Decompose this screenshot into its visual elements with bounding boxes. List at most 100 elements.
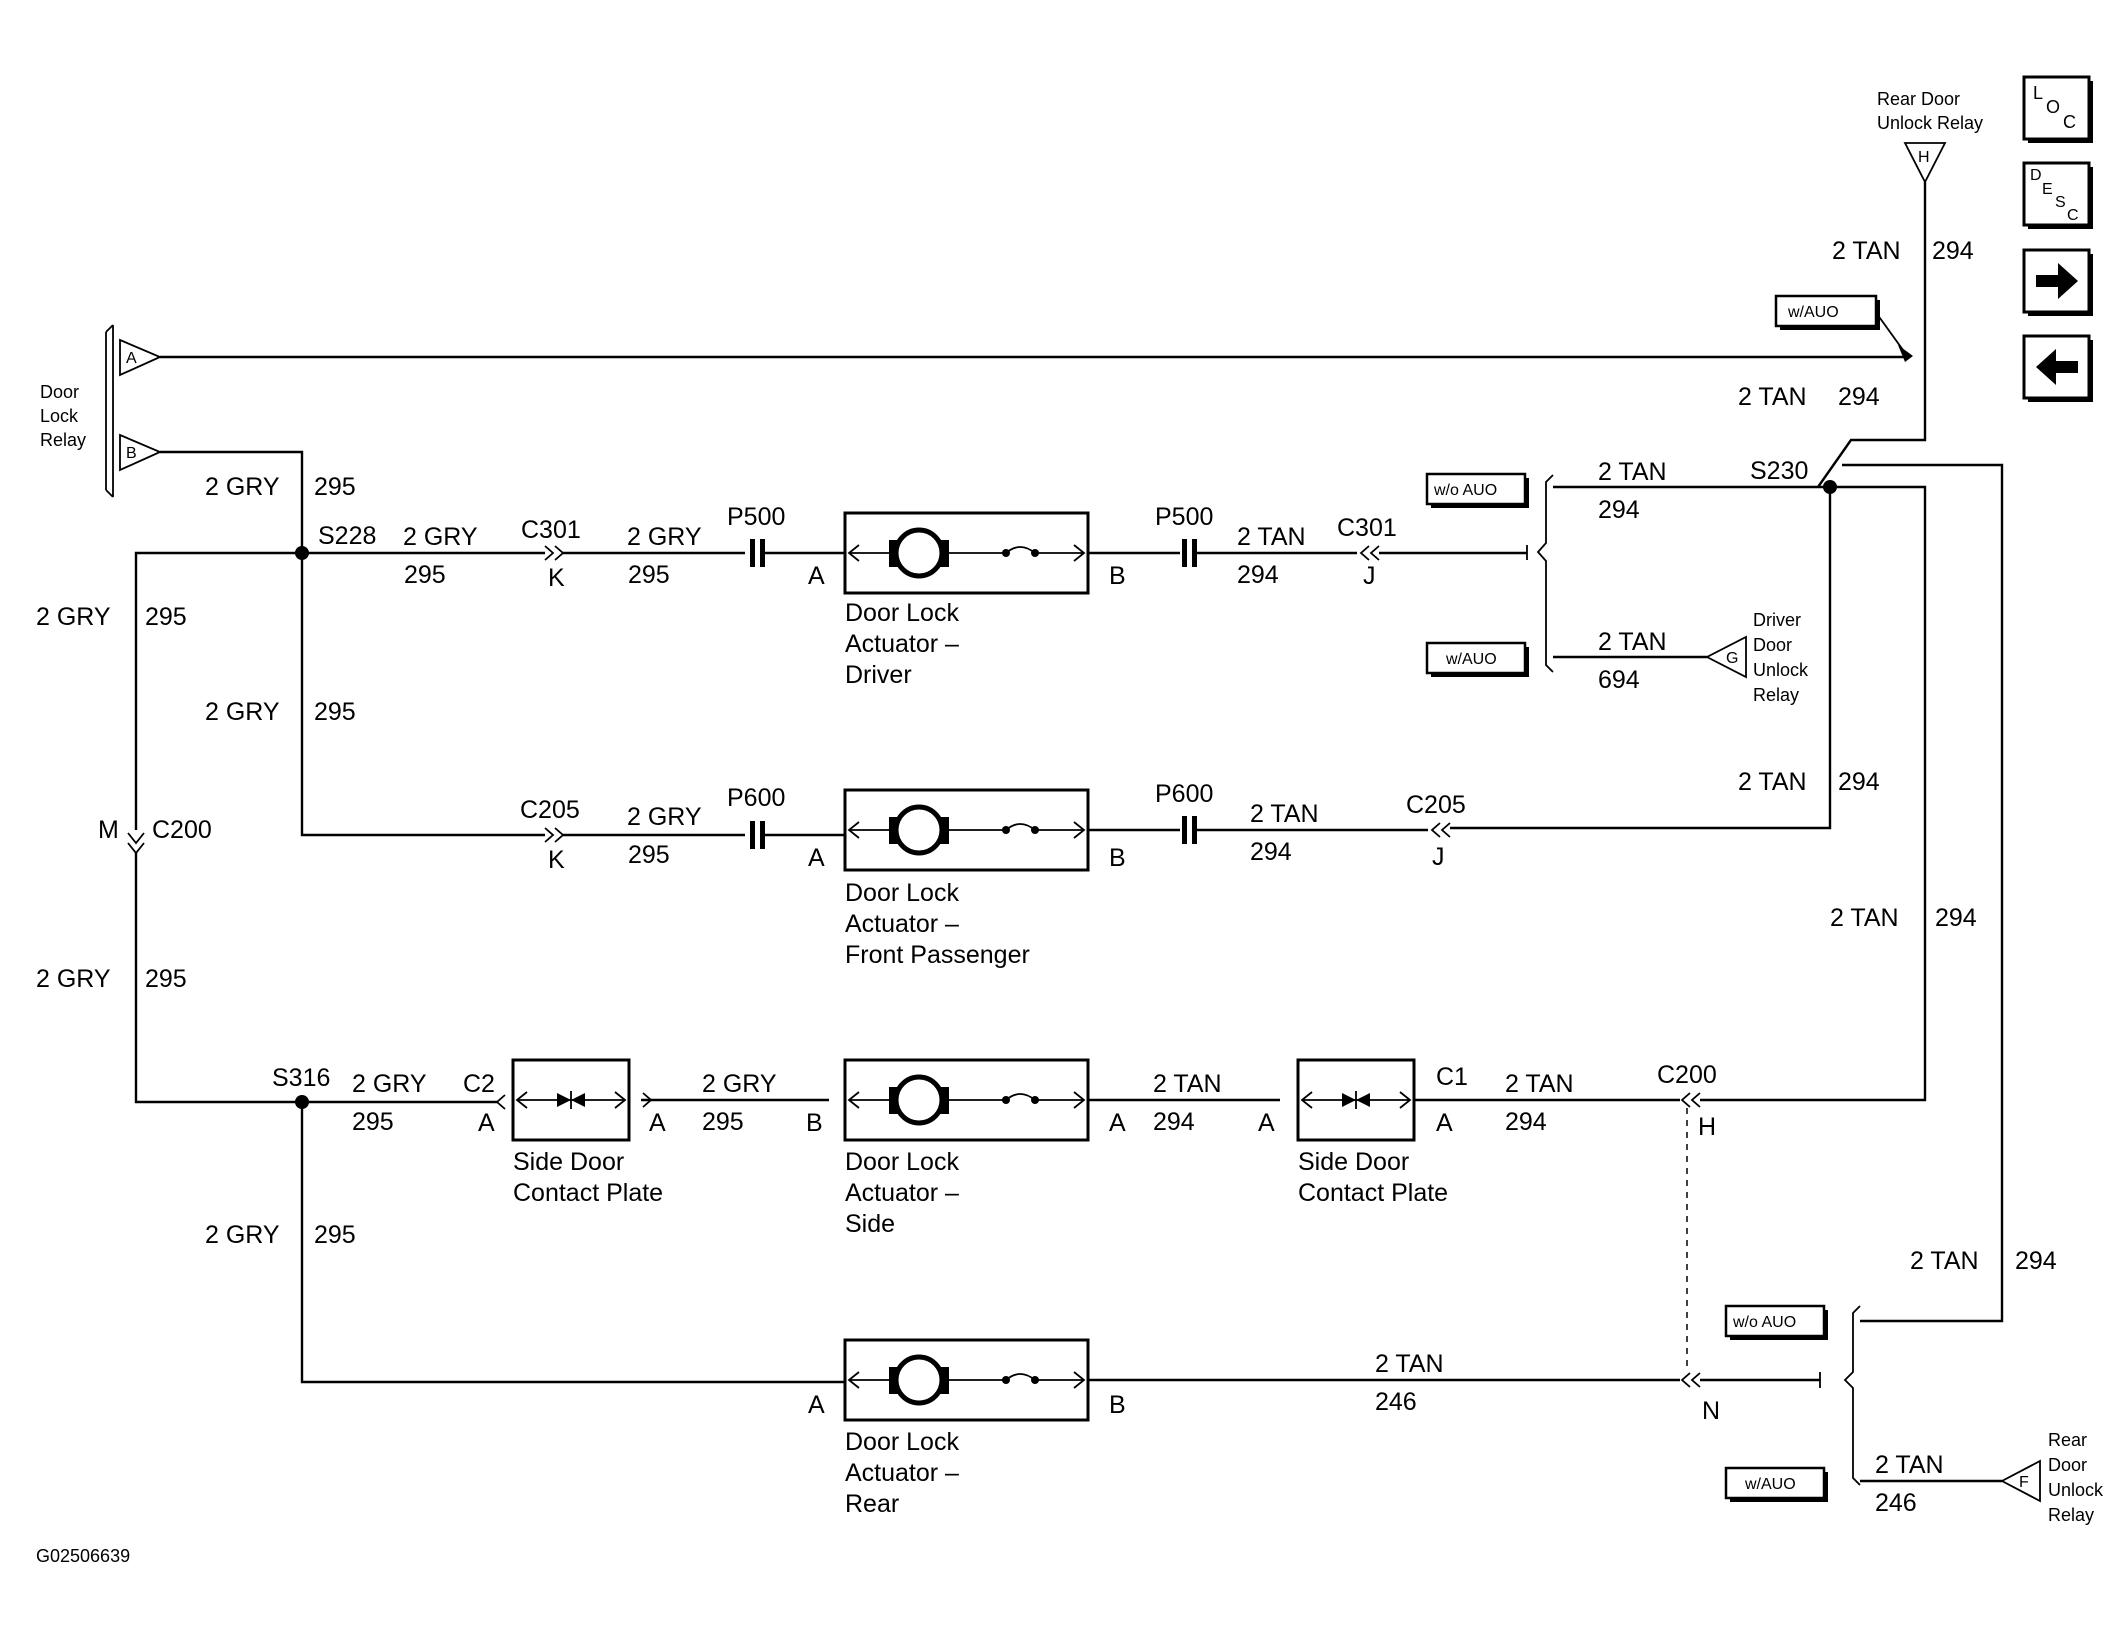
- rear-unlock-bottom-label-1: Rear: [2048, 1430, 2087, 1450]
- wire-label-2tan-e: 2 TAN: [1598, 628, 1667, 656]
- door-lock-relay-label-3: Relay: [40, 430, 86, 450]
- pin-a-row1: A: [808, 562, 825, 590]
- relay-pin-a: A: [126, 350, 137, 367]
- actuator-driver-label-3: Driver: [845, 661, 912, 689]
- actuator-fp-label-2: Actuator –: [845, 910, 959, 938]
- w-auo-text-b: w/AUO: [1744, 1476, 1796, 1493]
- wire-label-294-k: 294: [1505, 1108, 1547, 1136]
- wire-label-294-g: 294: [1935, 904, 1977, 932]
- c200-left-label: C200: [152, 816, 212, 844]
- driver-door-unlock-relay: G Driver Door Unlock Relay: [1705, 610, 1809, 705]
- side-door-contact-plate-right: [1296, 1058, 1416, 1142]
- wire-label-294-i: 294: [1250, 838, 1292, 866]
- w-auo-tag-b: w/AUO: [1724, 1466, 1828, 1502]
- wire-label-294-b: 294: [1932, 237, 1974, 265]
- wire-left-vertical-295: [134, 551, 302, 830]
- loc-letter-c: C: [2063, 112, 2076, 132]
- wire-label-246-b: 246: [1875, 1489, 1917, 1517]
- rear-unlock-bottom-label-2: Door: [2048, 1455, 2087, 1475]
- relay-pin-g: G: [1726, 650, 1738, 667]
- desc-letter-s: S: [2055, 194, 2066, 211]
- desc-button[interactable]: D E S C: [2022, 161, 2093, 229]
- pin-b-row4: B: [1109, 1391, 1126, 1419]
- wire-s230-rear-294: [1842, 463, 2004, 1323]
- pin-b-row2: B: [1109, 844, 1126, 872]
- wire-label-2tan-g: 2 TAN: [1830, 904, 1899, 932]
- connector-p600-b: P600: [1155, 780, 1213, 844]
- actuator-side-label-3: Side: [845, 1210, 895, 1238]
- arrow-left-icon: [2036, 349, 2078, 385]
- w-auo-tag-top: w/AUO: [1774, 294, 1880, 330]
- wire-row2-gry: [300, 553, 545, 837]
- wire-label-2tan-h: 2 TAN: [1910, 1247, 1979, 1275]
- contact-plate-left-label-2: Contact Plate: [513, 1179, 663, 1207]
- desc-letter-e: E: [2042, 181, 2053, 198]
- rear-unlock-bottom-label-4: Relay: [2048, 1505, 2094, 1525]
- connector-c205-k: [544, 827, 565, 843]
- pin-a-plate-right-in: A: [1258, 1109, 1275, 1137]
- previous-page-button[interactable]: [2022, 334, 2093, 402]
- connector-p500-a: P500: [727, 503, 785, 567]
- actuator-side-label-1: Door Lock: [845, 1148, 959, 1176]
- contact-plate-left-label-1: Side Door: [513, 1148, 624, 1176]
- wire-label-2tan-b: 2 TAN: [1832, 237, 1901, 265]
- next-page-button[interactable]: [2022, 248, 2093, 316]
- wire-label-294-d: 294: [1598, 496, 1640, 524]
- pin-b-row3: B: [806, 1109, 823, 1137]
- wire-label-2gry-c: 2 GRY: [36, 965, 111, 993]
- rear-door-unlock-label-1: Rear Door: [1877, 89, 1960, 109]
- w-auo-text-a: w/AUO: [1445, 651, 1497, 668]
- loc-button[interactable]: L O C: [2022, 75, 2093, 143]
- wire-rear-relay-294: [1817, 182, 1927, 488]
- wire-label-694: 694: [1598, 666, 1640, 694]
- connector-c2: [495, 1094, 506, 1110]
- c301-label-b: C301: [1337, 514, 1397, 542]
- actuator-rear-label-2: Actuator –: [845, 1459, 959, 1487]
- pin-k-b: K: [548, 846, 565, 874]
- p500-label-b: P500: [1155, 503, 1213, 531]
- wire-label-2gry-g: 2 GRY: [627, 803, 702, 831]
- pin-n-label: N: [1702, 1397, 1720, 1425]
- door-lock-actuator-front-passenger: [845, 790, 1088, 870]
- connector-c200-n: N: [1680, 1372, 1720, 1425]
- w-o-auo-text-a: w/o AUO: [1433, 482, 1497, 499]
- wire-s230-c200-h: [1700, 485, 1927, 1102]
- splice-s230-label: S230: [1750, 457, 1808, 485]
- splice-s228-label: S228: [318, 522, 376, 550]
- wire-label-2gry-j: 2 GRY: [205, 1221, 280, 1249]
- wire-label-295-e: 295: [628, 561, 670, 589]
- pin-j-b: J: [1432, 843, 1445, 871]
- w-auo-text-top: w/AUO: [1787, 304, 1839, 321]
- wire-label-294-j: 294: [1153, 1108, 1195, 1136]
- door-lock-relay-label-2: Lock: [40, 406, 79, 426]
- w-o-auo-tag-a: w/o AUO: [1425, 472, 1529, 508]
- connector-c205-j: [1430, 822, 1451, 838]
- rear-relay-pin-h: H: [1918, 149, 1930, 166]
- driver-unlock-label-1: Driver: [1753, 610, 1801, 630]
- c301-label-a: C301: [521, 516, 581, 544]
- option-bracket-bottom-brace: [1843, 1305, 1861, 1486]
- actuator-fp-label-1: Door Lock: [845, 879, 959, 907]
- wire-label-295-g: 295: [628, 841, 670, 869]
- connector-plate-out: [642, 1092, 653, 1108]
- c200-right-label: C200: [1657, 1061, 1717, 1089]
- wire-label-295-d: 295: [404, 561, 446, 589]
- wire-label-2gry-d: 2 GRY: [403, 523, 478, 551]
- wire-label-2gry-i: 2 GRY: [702, 1070, 777, 1098]
- connector-c301-j: [1359, 545, 1380, 561]
- w-o-auo-tag-b: w/o AUO: [1724, 1304, 1828, 1340]
- relay-pin-f: F: [2019, 1474, 2029, 1491]
- pin-a-row3-right: A: [1109, 1109, 1126, 1137]
- connector-p600-a: P600: [727, 784, 785, 849]
- wire-label-2tan-l: 2 TAN: [1375, 1350, 1444, 1378]
- pin-b-row1: B: [1109, 562, 1126, 590]
- contact-plate-right-label-2: Contact Plate: [1298, 1179, 1448, 1207]
- pin-a-plate-left: A: [649, 1109, 666, 1137]
- driver-unlock-label-4: Relay: [1753, 685, 1799, 705]
- loc-letter-o: O: [2046, 97, 2060, 117]
- actuator-side-label-2: Actuator –: [845, 1179, 959, 1207]
- figure-id: G02506639: [36, 1546, 130, 1566]
- c1-label: C1: [1436, 1063, 1468, 1091]
- rear-door-unlock-relay-bottom: F Rear Door Unlock Relay: [2000, 1430, 2104, 1525]
